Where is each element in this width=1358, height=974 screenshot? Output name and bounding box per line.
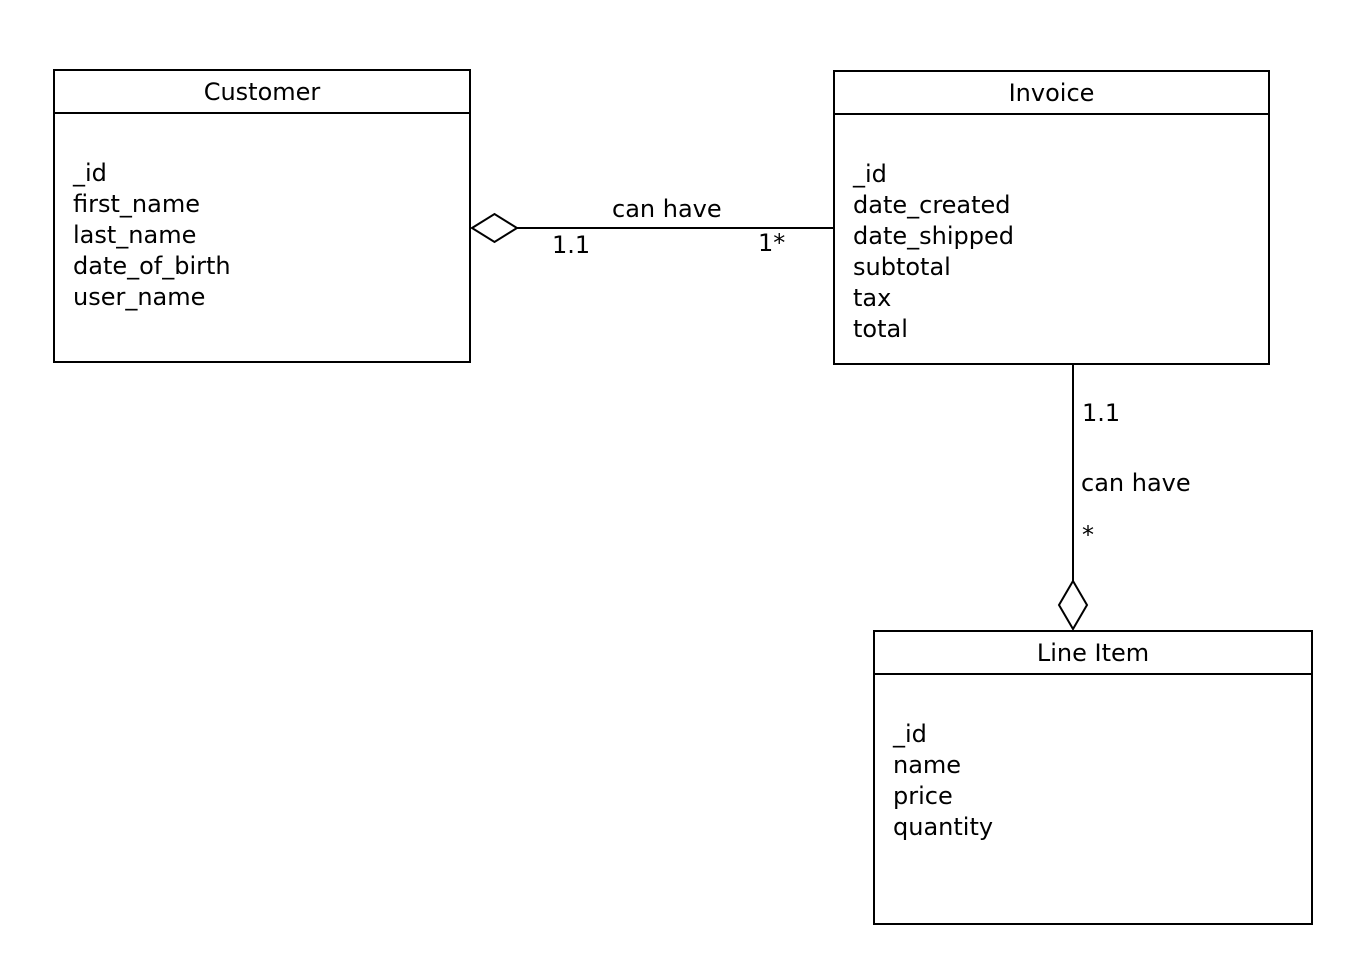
- entity-invoice-field: subtotal: [853, 253, 951, 281]
- entity-line-item-title: Line Item: [875, 632, 1311, 675]
- entity-line-item-field: price: [893, 782, 953, 810]
- entity-line-item: Line Item _id name price quantity: [873, 630, 1313, 925]
- customer-invoice-multiplicity-invoice-end: 1*: [758, 229, 786, 257]
- entity-invoice-field: _id: [853, 160, 887, 188]
- entity-invoice-field: date_created: [853, 191, 1011, 219]
- invoice-lineitem-multiplicity-invoice-end: 1.1: [1082, 399, 1121, 427]
- entity-line-item-field: _id: [893, 720, 927, 748]
- entity-invoice-title: Invoice: [835, 72, 1268, 115]
- entity-customer-field: last_name: [73, 221, 197, 249]
- customer-invoice-multiplicity-customer-end: 1.1: [552, 231, 591, 259]
- entity-customer-title: Customer: [55, 71, 469, 114]
- aggregation-diamond-lineitem-end: [1057, 579, 1089, 631]
- entity-customer-field: _id: [73, 159, 107, 187]
- entity-line-item-field-list: _id name price quantity: [875, 675, 1311, 843]
- invoice-lineitem-relationship-label: can have: [1081, 469, 1191, 497]
- entity-invoice: Invoice _id date_created date_shipped su…: [833, 70, 1270, 365]
- entity-invoice-field: tax: [853, 284, 892, 312]
- entity-customer-field: date_of_birth: [73, 252, 231, 280]
- customer-invoice-relationship-label: can have: [612, 195, 722, 223]
- entity-customer: Customer _id first_name last_name date_o…: [53, 69, 471, 363]
- entity-invoice-field: total: [853, 315, 908, 343]
- entity-invoice-field-list: _id date_created date_shipped subtotal t…: [835, 115, 1268, 345]
- entity-line-item-field: quantity: [893, 813, 994, 841]
- entity-customer-field: first_name: [73, 190, 200, 218]
- aggregation-diamond-customer-end: [470, 212, 519, 244]
- entity-invoice-field: date_shipped: [853, 222, 1014, 250]
- entity-line-item-field: name: [893, 751, 962, 779]
- invoice-lineitem-multiplicity-lineitem-end: *: [1082, 521, 1094, 549]
- entity-customer-field: user_name: [73, 283, 206, 311]
- entity-customer-field-list: _id first_name last_name date_of_birth u…: [55, 114, 469, 313]
